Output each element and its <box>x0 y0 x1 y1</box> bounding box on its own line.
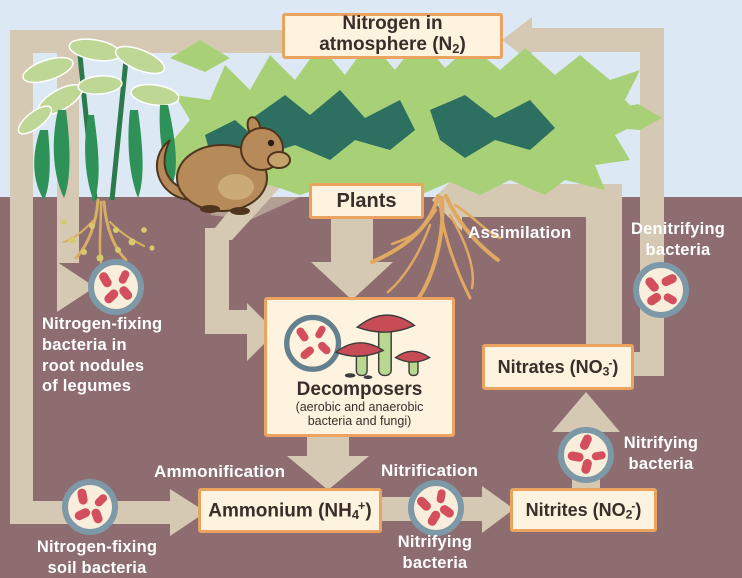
atmosphere-line1: Nitrogen in <box>342 13 443 35</box>
nitrification-label: Nitrification <box>381 461 479 480</box>
atmosphere-box: Nitrogen in atmosphere (N2) <box>282 13 503 59</box>
arrow-ammonification <box>287 437 369 490</box>
atmosphere-line2: atmosphere (N2) <box>319 34 466 56</box>
nodule-bacteria-icon <box>88 259 144 315</box>
denitrifying-bacteria-label: Denitrifying bacteria <box>630 220 726 259</box>
arrow-plants-to-decomposers <box>311 218 393 300</box>
nitrifying-bacteria-right-icon <box>558 427 614 483</box>
nitrogen-fixing-soil-label: Nitrogen-fixing soil bacteria <box>36 538 158 577</box>
nitrifying-bacteria-bottom-icon <box>408 480 464 536</box>
nitrites-box: Nitrites (NO2-) <box>510 488 657 532</box>
plants-box: Plants <box>309 183 424 219</box>
arrow-assimilation <box>432 170 622 346</box>
tree-roots-illustration <box>370 194 502 304</box>
root-nodules <box>61 219 155 262</box>
squirrel-illustration <box>155 116 291 215</box>
denitrifying-bacteria-icon <box>633 262 689 318</box>
assimilation-label: Assimilation <box>468 223 572 242</box>
decomposers-subtitle-line1: (aerobic and anaerobic <box>295 400 424 414</box>
ammonium-label: Ammonium (NH4+) <box>208 498 372 522</box>
nitrites-label: Nitrites (NO2-) <box>525 498 642 522</box>
nitrifying-bacteria-bottom-label: Nitrifying bacteria <box>397 533 473 572</box>
ammonium-box: Ammonium (NH4+) <box>198 488 382 533</box>
plants-label: Plants <box>336 189 397 212</box>
nitrates-label: Nitrates (NO3-) <box>497 355 619 379</box>
decomposers-illustration <box>284 314 431 379</box>
decomposers-subtitle-line2: bacteria and fungi) <box>307 414 412 428</box>
ammonification-label: Ammonification <box>154 462 286 481</box>
decomposers-box: Decomposers (aerobic and anaerobic bacte… <box>264 297 455 437</box>
nitrogen-fixing-nodule-label: Nitrogen-fixing bacteria in root nodules… <box>42 315 163 396</box>
soil-bacteria-icon <box>62 479 118 535</box>
nitrates-box: Nitrates (NO3-) <box>482 344 634 390</box>
mushrooms-icon <box>334 314 431 379</box>
nitrifying-bacteria-right-label: Nitrifying bacteria <box>623 434 699 473</box>
decomposers-title: Decomposers <box>296 379 423 400</box>
decomposer-bacteria-icon <box>284 314 342 372</box>
